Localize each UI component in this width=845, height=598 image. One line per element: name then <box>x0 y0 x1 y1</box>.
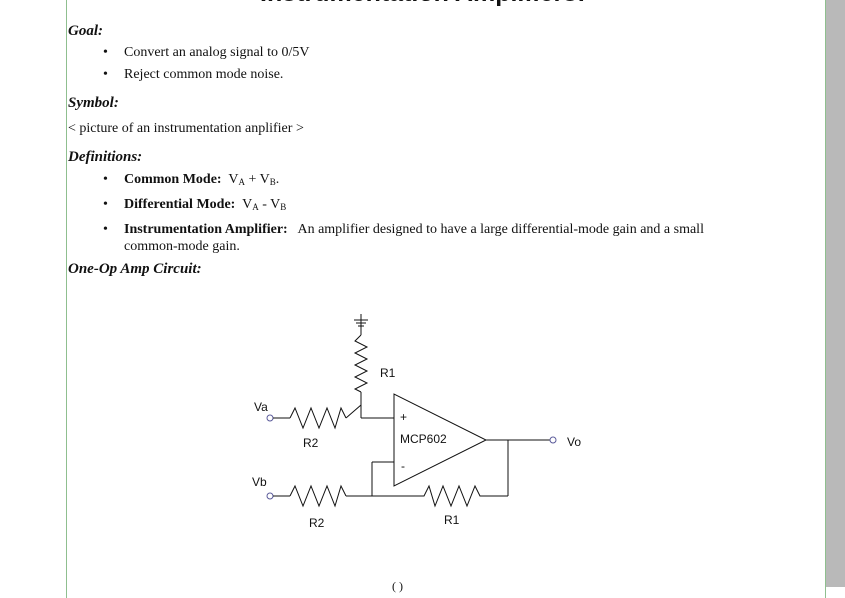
list-item: • Convert an analog signal to 0/5V <box>103 44 309 61</box>
list-item: • Reject common mode noise. <box>103 66 309 83</box>
resistor-r2-top <box>289 406 347 430</box>
label-opamp: MCP602 <box>400 432 447 446</box>
label-minus: - <box>401 459 405 473</box>
definition-text: An amplifier designed to have a large di… <box>297 222 704 237</box>
label-r2-top: R2 <box>303 436 319 450</box>
goal-heading: Goal: <box>68 23 103 39</box>
opamp-triangle <box>393 393 488 487</box>
vo-terminal <box>549 436 557 444</box>
label-r1-bottom: R1 <box>444 513 460 527</box>
symbol-heading: Symbol: <box>68 95 119 111</box>
vb-terminal <box>266 492 274 500</box>
label-vb: Vb <box>252 475 267 489</box>
resistor-r1-top <box>353 334 369 393</box>
goal-item-text: Reject common mode noise. <box>124 67 284 82</box>
va-terminal <box>266 414 274 422</box>
definitions-list: • Common Mode: VA + VB. • Differential M… <box>103 171 764 255</box>
bullet-icon: • <box>103 45 108 60</box>
page-title: Instrumentation Amplifiers: <box>260 0 590 10</box>
bullet-icon: • <box>103 222 108 237</box>
label-r1-top: R1 <box>380 366 396 380</box>
definition-term: Instrumentation Amplifier: <box>124 222 288 237</box>
definition-term: Common Mode: <box>124 172 222 187</box>
goal-list: • Convert an analog signal to 0/5V • Rejec… <box>103 44 309 83</box>
figure-caption-fragment: ( ) <box>392 579 403 593</box>
bullet-icon: • <box>103 197 108 212</box>
label-r2-bottom: R2 <box>309 516 325 530</box>
list-item: • Differential Mode: VA - VB <box>103 197 287 212</box>
label-va: Va <box>254 400 268 414</box>
resistor-r2-bottom <box>289 484 347 508</box>
definitions-heading: Definitions: <box>68 149 143 165</box>
circuit-heading: One-Op Amp Circuit: <box>68 261 202 277</box>
page-border <box>66 0 826 598</box>
symbol-placeholder: < picture of an instrumentation anplifie… <box>68 121 304 136</box>
bullet-icon: • <box>103 67 108 82</box>
definition-text: common-mode gain. <box>124 239 240 254</box>
goal-item-text: Convert an analog signal to 0/5V <box>124 45 310 60</box>
label-plus: + <box>400 410 407 424</box>
definition-term: Differential Mode: <box>124 197 236 212</box>
label-vo: Vo <box>567 435 581 449</box>
bullet-icon: • <box>103 172 108 187</box>
viewer-gutter <box>826 0 845 587</box>
resistor-r1-bottom <box>372 484 508 508</box>
list-item: • Instrumentation Amplifier: An amplifie… <box>103 221 764 255</box>
list-item: • Common Mode: VA + VB. <box>103 172 280 187</box>
